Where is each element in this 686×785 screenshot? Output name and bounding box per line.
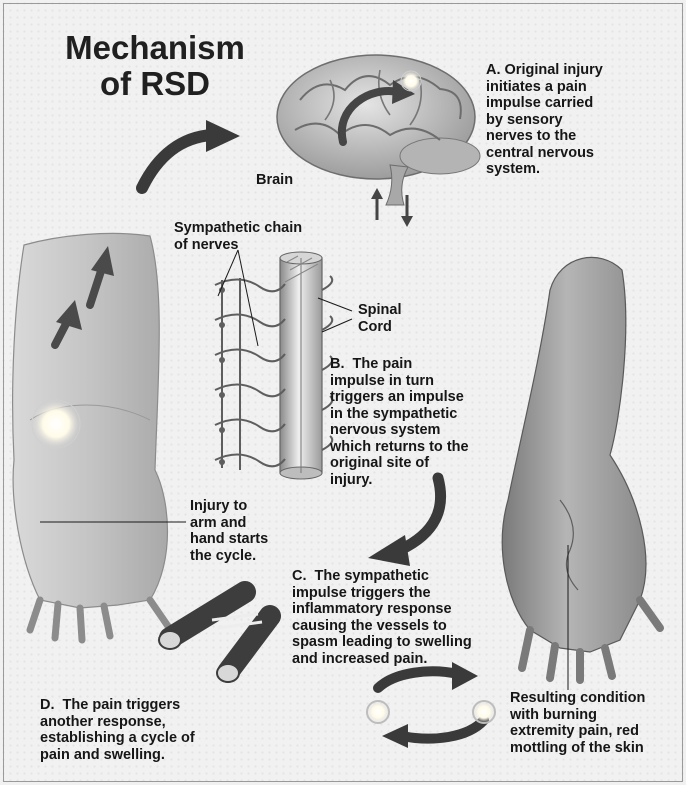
step-b-line: in the sympathetic <box>330 406 457 422</box>
step-b-line: B. The pain <box>330 356 412 372</box>
arm-illustration-result <box>502 257 660 690</box>
brain-label: Brain <box>256 172 293 189</box>
injury-label: Injury to arm and hand starts the cycle. <box>190 498 268 564</box>
injury-label-line: Injury to <box>190 498 247 514</box>
step-a-line: by sensory <box>486 112 563 128</box>
step-d-text: D. The pain triggers another response, e… <box>40 697 195 763</box>
step-a-line: central nervous <box>486 145 594 161</box>
spinal-label-line: Cord <box>358 319 392 335</box>
step-b-line: injury. <box>330 472 372 488</box>
arm-illustration-injured <box>13 233 186 640</box>
step-c-line: C. The sympathetic <box>292 568 429 584</box>
step-c-line: spasm leading to swelling <box>292 634 472 650</box>
step-a-text: A. Original injury initiates a pain impu… <box>486 62 603 178</box>
step-b-line: triggers an impulse <box>330 389 464 405</box>
step-c-line: causing the vessels to <box>292 618 447 634</box>
sympathetic-chain-label: Sympathetic chain of nerves <box>174 220 302 253</box>
brain-illustration <box>277 55 480 227</box>
step-b-line: original site of <box>330 455 429 471</box>
chain-label-line: Sympathetic chain <box>174 220 302 236</box>
injury-label-line: hand starts <box>190 531 268 547</box>
step-d-line: D. The pain triggers <box>40 697 180 713</box>
step-c-text: C. The sympathetic impulse triggers the … <box>292 568 472 667</box>
step-d-line: pain and swelling. <box>40 747 165 763</box>
step-b-line: which returns to the <box>330 439 469 455</box>
title-line-2: of RSD <box>100 65 210 102</box>
chain-label-line: of nerves <box>174 237 238 253</box>
step-c-line: impulse triggers the <box>292 585 431 601</box>
step-a-line: A. Original injury <box>486 62 603 78</box>
spinal-cord-label: Spinal Cord <box>358 302 402 335</box>
step-c-line: and increased pain. <box>292 651 427 667</box>
resulting-condition-text: Resulting condition with burning extremi… <box>510 690 645 756</box>
step-a-line: nerves to the <box>486 128 576 144</box>
step-d-line: establishing a cycle of <box>40 730 195 746</box>
step-d-line: another response, <box>40 714 166 730</box>
step-a-line: system. <box>486 161 540 177</box>
curved-arrow-to-brain <box>142 120 240 188</box>
result-line: mottling of the skin <box>510 740 644 756</box>
cycle-arrows-icon <box>367 662 495 748</box>
diagram-title: Mechanism of RSD <box>60 30 250 102</box>
step-a-line: impulse carried <box>486 95 593 111</box>
step-b-text: B. The pain impulse in turn triggers an … <box>330 356 469 488</box>
result-line: with burning <box>510 707 597 723</box>
blood-vessels-illustration <box>159 592 270 682</box>
result-line: Resulting condition <box>510 690 645 706</box>
injury-label-line: arm and <box>190 515 246 531</box>
step-b-line: impulse in turn <box>330 373 434 389</box>
step-c-line: inflammatory response <box>292 601 452 617</box>
result-line: extremity pain, red <box>510 723 639 739</box>
injury-label-line: the cycle. <box>190 548 256 564</box>
step-a-line: initiates a pain <box>486 79 587 95</box>
title-line-1: Mechanism <box>65 29 245 66</box>
spinal-label-line: Spinal <box>358 302 402 318</box>
curved-arrow-b-to-c <box>368 478 441 566</box>
step-b-line: nervous system <box>330 422 440 438</box>
